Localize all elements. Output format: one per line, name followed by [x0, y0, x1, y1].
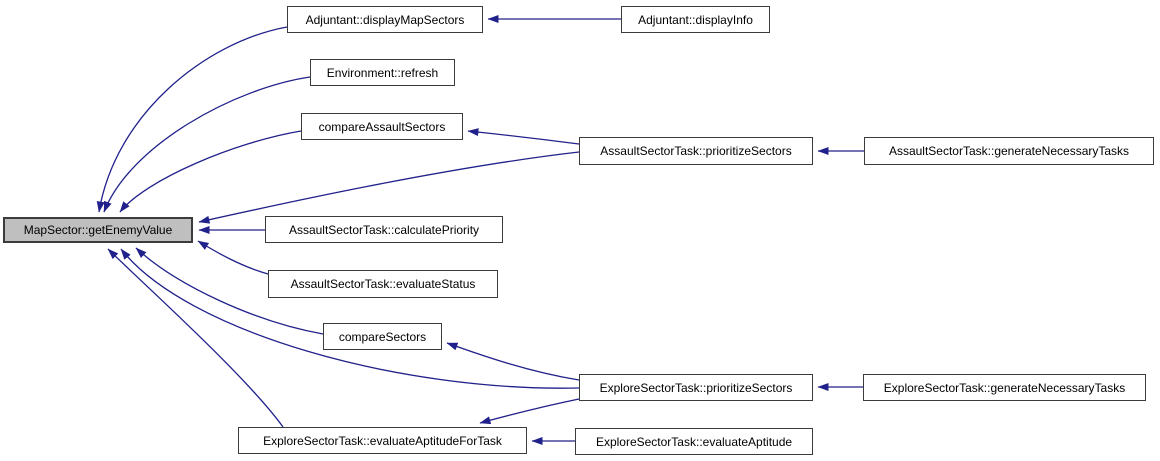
node-label: ExploreSectorTask::evaluateAptitude — [595, 434, 793, 449]
node-exploresectortask-prioritizesectors[interactable]: ExploreSectorTask::prioritizeSectors — [579, 374, 813, 401]
node-mapsector-getenemyvalue: MapSector::getEnemyValue — [3, 217, 193, 243]
node-assaultsectortask-generatenecessarytasks[interactable]: AssaultSectorTask::generateNecessaryTask… — [864, 137, 1154, 165]
edge-exploreprioritizesectors-to-evaluateaptitudefortask — [479, 398, 580, 425]
edge-exploreprioritizesectors-to-getenemyvalue — [120, 248, 580, 389]
node-environment-refresh[interactable]: Environment::refresh — [310, 59, 455, 86]
node-label: AssaultSectorTask::generateNecessaryTask… — [888, 144, 1130, 158]
node-label: Environment::refresh — [326, 65, 439, 80]
edge-assaultevaluatestatus-to-getenemyvalue — [197, 240, 269, 275]
node-exploresectortask-generatenecessarytasks[interactable]: ExploreSectorTask::generateNecessaryTask… — [863, 374, 1146, 401]
node-exploresectortask-evaluateaptitude[interactable]: ExploreSectorTask::evaluateAptitude — [575, 428, 813, 455]
edge-comparesectors-to-getenemyvalue — [135, 247, 324, 335]
node-adjuntant-displaymapsectors[interactable]: Adjuntant::displayMapSectors — [287, 6, 483, 33]
edge-compareassaultsectors-to-getenemyvalue — [119, 130, 302, 213]
node-label: compareAssaultSectors — [318, 119, 446, 134]
edge-assaultprioritizesectors-to-getenemyvalue — [198, 151, 580, 224]
node-label: AssaultSectorTask::prioritizeSectors — [600, 144, 792, 158]
node-label: AssaultSectorTask::evaluateStatus — [290, 277, 476, 291]
node-assaultsectortask-evaluatestatus[interactable]: AssaultSectorTask::evaluateStatus — [268, 270, 498, 298]
edge-evaluateaptitudefortask-to-getenemyvalue — [107, 248, 284, 428]
node-label: Adjuntant::displayMapSectors — [305, 12, 465, 27]
node-label: ExploreSectorTask::generateNecessaryTask… — [883, 380, 1126, 395]
node-compareassaultsectors[interactable]: compareAssaultSectors — [301, 113, 463, 140]
node-label: ExploreSectorTask::evaluateAptitudeForTa… — [263, 433, 502, 448]
edge-exploreprioritizesectors-to-comparesectors — [446, 342, 580, 381]
node-assaultsectortask-prioritizesectors[interactable]: AssaultSectorTask::prioritizeSectors — [579, 137, 813, 165]
node-label: MapSector::getEnemyValue — [23, 223, 173, 237]
node-exploresectortask-evaluateaptitudefortask[interactable]: ExploreSectorTask::evaluateAptitudeForTa… — [238, 427, 527, 454]
edge-assaultprioritizesectors-to-compareassaultsectors — [467, 128, 580, 145]
node-adjuntant-displayinfo[interactable]: Adjuntant::displayInfo — [621, 6, 770, 33]
node-comparesectors[interactable]: compareSectors — [323, 323, 442, 350]
edge-environmentrefresh-to-getenemyvalue — [103, 76, 311, 213]
node-assaultsectortask-calculatepriority[interactable]: AssaultSectorTask::calculatePriority — [265, 216, 503, 243]
edge-displaymapsectors-to-getenemyvalue — [96, 26, 288, 213]
node-label: ExploreSectorTask::prioritizeSectors — [599, 380, 793, 395]
node-label: AssaultSectorTask::calculatePriority — [288, 222, 480, 237]
node-label: compareSectors — [338, 329, 427, 344]
node-label: Adjuntant::displayInfo — [638, 12, 753, 27]
